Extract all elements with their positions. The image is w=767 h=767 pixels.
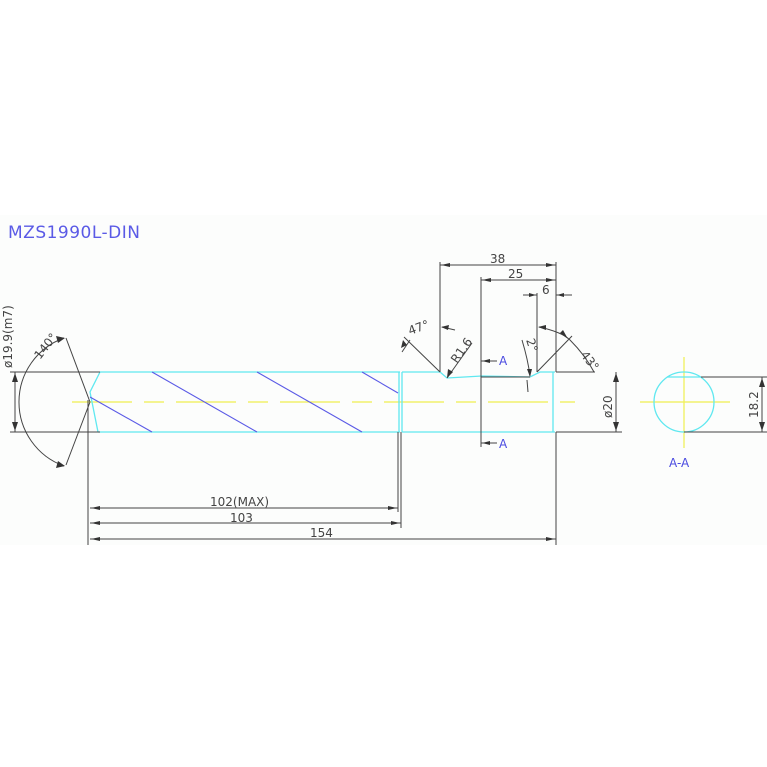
length-dimensions: 102(MAX) 103 154 (90, 432, 557, 545)
section-marker-bottom: A (499, 437, 508, 451)
flat-dimension-label: 18.2 (747, 391, 761, 418)
section-view-a-a: 18.2 A-A (640, 357, 767, 470)
flute-length-label: 102(MAX) (210, 495, 269, 509)
section-view-label: A-A (669, 456, 690, 470)
groove-span-38-label: 38 (490, 252, 505, 266)
point-angle-label: 140° (31, 330, 60, 361)
groove-span-6-label: 6 (542, 283, 550, 297)
groove-position-label: 103 (230, 511, 253, 525)
section-marker-top: A (499, 354, 508, 368)
groove-radius-label: R1.6 (448, 335, 475, 365)
tool-body-outline (89, 371, 555, 433)
drawing-sheet (0, 215, 767, 545)
flute-lines (89, 371, 399, 433)
overall-length-label: 154 (310, 526, 333, 540)
point-angle-dimension: 140° ø19.9(m7) (1, 305, 100, 545)
diameter-20-label: ø20 (601, 395, 615, 418)
groove-angle-2-label: 2° (523, 337, 541, 354)
groove-dimensions: 38 25 6 47° R1.6 2° 43° (401, 252, 602, 451)
groove-angle-47-label: 47° (406, 317, 431, 337)
shank-diameter-label: ø19.9(m7) (1, 305, 15, 368)
drawing-title: MZS1990L-DIN (8, 223, 141, 243)
groove-span-25-label: 25 (508, 267, 523, 281)
diameter-20-dimension: ø20 (556, 372, 622, 433)
